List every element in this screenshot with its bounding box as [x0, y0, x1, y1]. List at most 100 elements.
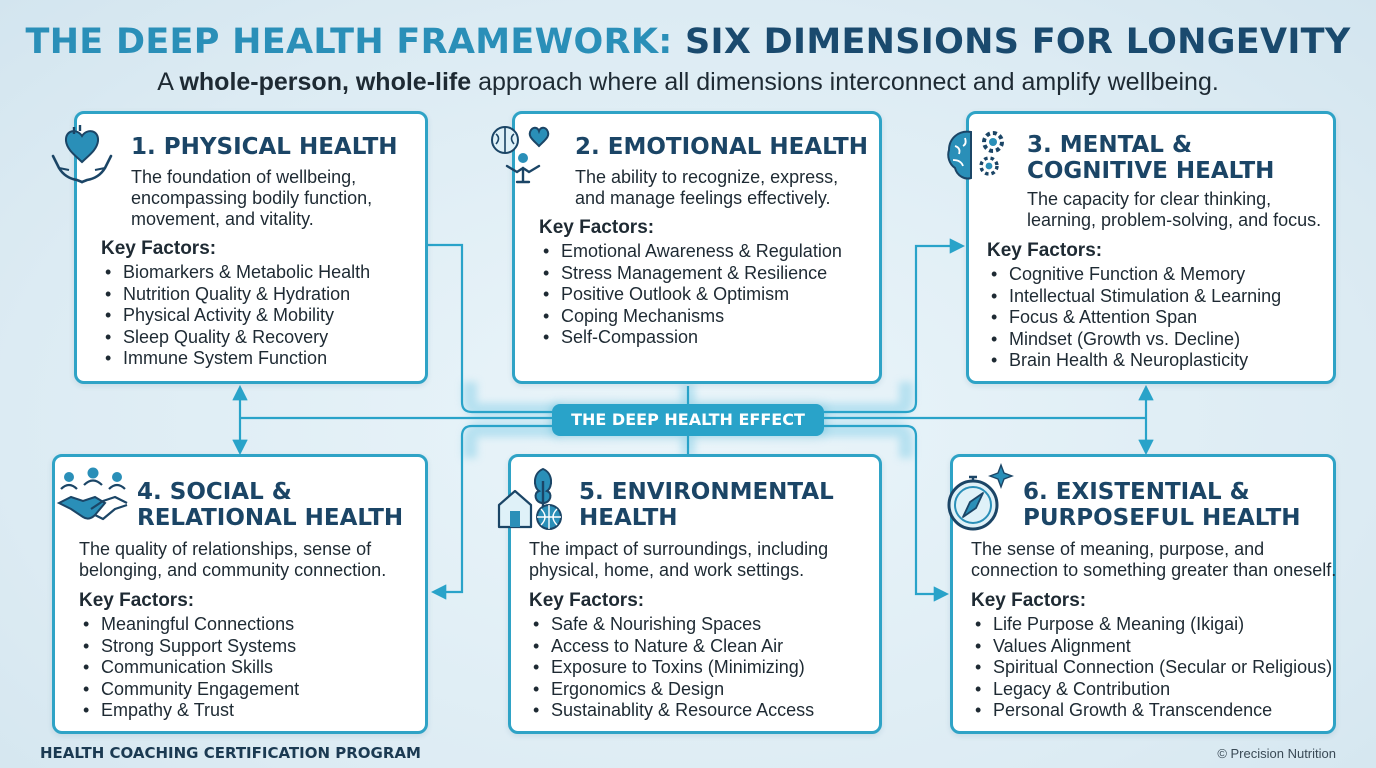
card-description: The sense of meaning, purpose, and conne… — [971, 539, 1336, 581]
list-item: Safe & Nourishing Spaces — [529, 614, 814, 636]
card-description: The capacity for clear thinking, learnin… — [1027, 189, 1321, 231]
key-factors-list: Life Purpose & Meaning (Ikigai) Values A… — [971, 614, 1332, 722]
dimension-card-social: 4. SOCIAL & RELATIONAL HEALTH The qualit… — [52, 454, 428, 734]
subtitle-bold: whole-person, whole-life — [179, 68, 472, 96]
desc-line: The impact of surroundings, including — [529, 539, 829, 559]
key-factors-label: Key Factors: — [539, 217, 655, 238]
card-title: 4. SOCIAL & RELATIONAL HEALTH — [137, 479, 403, 531]
title-part-1: THE DEEP HEALTH FRAMEWORK: — [25, 22, 673, 62]
list-item: Emotional Awareness & Regulation — [539, 241, 842, 263]
key-factors-list: Emotional Awareness & Regulation Stress … — [539, 241, 842, 349]
list-item: Sleep Quality & Recovery — [101, 327, 370, 349]
list-item: Spiritual Connection (Secular or Religio… — [971, 657, 1332, 679]
card-title-line: 6. EXISTENTIAL & — [1023, 479, 1250, 505]
list-item: Community Engagement — [79, 679, 299, 701]
desc-line: encompassing bodily function, — [131, 188, 373, 208]
list-item: Mindset (Growth vs. Decline) — [987, 329, 1281, 351]
subtitle-post: approach where all dimensions interconne… — [478, 68, 1219, 96]
connector-lines — [232, 238, 1154, 602]
key-factors-label: Key Factors: — [79, 590, 195, 611]
key-factors-list: Biomarkers & Metabolic Health Nutrition … — [101, 262, 370, 370]
subtitle-pre: A — [157, 68, 173, 96]
card-description: The impact of surroundings, including ph… — [529, 539, 828, 581]
desc-line: The capacity for clear thinking, — [1027, 189, 1272, 209]
card-title-line: HEALTH — [579, 505, 678, 531]
list-item: Strong Support Systems — [79, 636, 299, 658]
card-title: 2. EMOTIONAL HEALTH — [575, 134, 868, 160]
key-factors-list: Cognitive Function & Memory Intellectual… — [987, 264, 1281, 372]
heart-in-hands-icon — [51, 125, 113, 184]
card-title: 1. PHYSICAL HEALTH — [131, 134, 398, 160]
desc-line: connection to something greater than one… — [971, 560, 1337, 580]
title-part-2: SIX DIMENSIONS FOR LONGEVITY — [685, 22, 1351, 62]
list-item: Meaningful Connections — [79, 614, 299, 636]
desc-line: The foundation of wellbeing, — [131, 167, 357, 187]
program-footer: HEALTH COACHING CERTIFICATION PROGRAM — [40, 744, 421, 762]
list-item: Immune System Function — [101, 348, 370, 370]
handshake-community-icon — [56, 467, 128, 521]
brain-gears-icon — [947, 130, 1004, 180]
card-title-line: COGNITIVE HEALTH — [1027, 158, 1275, 184]
card-title-line: 5. ENVIRONMENTAL — [579, 479, 834, 505]
card-title-line: PURPOSEFUL HEALTH — [1023, 505, 1301, 531]
key-factors-list: Meaningful Connections Strong Support Sy… — [79, 614, 299, 722]
compass-sparkle-icon — [947, 463, 1014, 531]
list-item: Nutrition Quality & Hydration — [101, 284, 370, 306]
desc-line: The quality of relationships, sense of — [79, 539, 372, 559]
card-description: The quality of relationships, sense of b… — [79, 539, 386, 581]
key-factors-label: Key Factors: — [101, 238, 217, 259]
key-factors-label: Key Factors: — [529, 590, 645, 611]
card-title: 6. EXISTENTIAL & PURPOSEFUL HEALTH — [1023, 479, 1301, 531]
page-subtitle: A whole-person, whole-life approach wher… — [0, 68, 1376, 97]
card-title-line: 3. MENTAL & — [1027, 132, 1193, 158]
card-description: The foundation of wellbeing, encompassin… — [131, 167, 372, 230]
copyright-footer: © Precision Nutrition — [1217, 746, 1336, 761]
list-item: Access to Nature & Clean Air — [529, 636, 814, 658]
list-item: Life Purpose & Meaning (Ikigai) — [971, 614, 1332, 636]
list-item: Positive Outlook & Optimism — [539, 284, 842, 306]
card-title-line: 1. PHYSICAL HEALTH — [131, 134, 398, 160]
dimension-card-physical: 1. PHYSICAL HEALTH The foundation of wel… — [51, 111, 428, 384]
desc-line: and manage feelings effectively. — [575, 188, 831, 208]
dimension-card-mental: 3. MENTAL & COGNITIVE HEALTH The capacit… — [947, 111, 1336, 384]
list-item: Exposure to Toxins (Minimizing) — [529, 657, 814, 679]
dimension-card-emotional: 2. EMOTIONAL HEALTH The ability to recog… — [491, 111, 882, 384]
house-tree-globe-icon — [497, 467, 562, 530]
list-item: Legacy & Contribution — [971, 679, 1332, 701]
list-item: Physical Activity & Mobility — [101, 305, 370, 327]
list-item: Personal Growth & Transcendence — [971, 700, 1332, 722]
list-item: Cognitive Function & Memory — [987, 264, 1281, 286]
list-item: Ergonomics & Design — [529, 679, 814, 701]
brain-heart-person-icon — [491, 126, 550, 184]
key-factors-label: Key Factors: — [987, 240, 1103, 261]
dimension-card-existential: 6. EXISTENTIAL & PURPOSEFUL HEALTH The s… — [947, 454, 1336, 734]
list-item: Intellectual Stimulation & Learning — [987, 286, 1281, 308]
list-item: Coping Mechanisms — [539, 306, 842, 328]
list-item: Stress Management & Resilience — [539, 263, 842, 285]
list-item: Sustainablity & Resource Access — [529, 700, 814, 722]
dimension-card-environmental: 5. ENVIRONMENTAL HEALTH The impact of su… — [497, 454, 882, 734]
card-title: 5. ENVIRONMENTAL HEALTH — [579, 479, 834, 531]
list-item: Focus & Attention Span — [987, 307, 1281, 329]
list-item: Biomarkers & Metabolic Health — [101, 262, 370, 284]
desc-line: The ability to recognize, express, — [575, 167, 839, 187]
card-title-line: RELATIONAL HEALTH — [137, 505, 404, 531]
desc-line: movement, and vitality. — [131, 209, 314, 229]
card-title-line: 4. SOCIAL & — [137, 479, 292, 505]
list-item: Communication Skills — [79, 657, 299, 679]
deep-health-effect-badge: THE DEEP HEALTH EFFECT — [552, 404, 824, 436]
list-item: Empathy & Trust — [79, 700, 299, 722]
card-title-line: 2. EMOTIONAL HEALTH — [575, 134, 868, 160]
card-description: The ability to recognize, express, and m… — [575, 167, 838, 209]
card-title: 3. MENTAL & COGNITIVE HEALTH — [1027, 132, 1274, 184]
desc-line: learning, problem-solving, and focus. — [1027, 210, 1322, 230]
key-factors-label: Key Factors: — [971, 590, 1087, 611]
list-item: Values Alignment — [971, 636, 1332, 658]
desc-line: physical, home, and work settings. — [529, 560, 805, 580]
desc-line: belonging, and community connection. — [79, 560, 387, 580]
desc-line: The sense of meaning, purpose, and — [971, 539, 1265, 559]
page-title: THE DEEP HEALTH FRAMEWORK: SIX DIMENSION… — [0, 22, 1376, 62]
list-item: Brain Health & Neuroplasticity — [987, 350, 1281, 372]
key-factors-list: Safe & Nourishing Spaces Access to Natur… — [529, 614, 814, 722]
